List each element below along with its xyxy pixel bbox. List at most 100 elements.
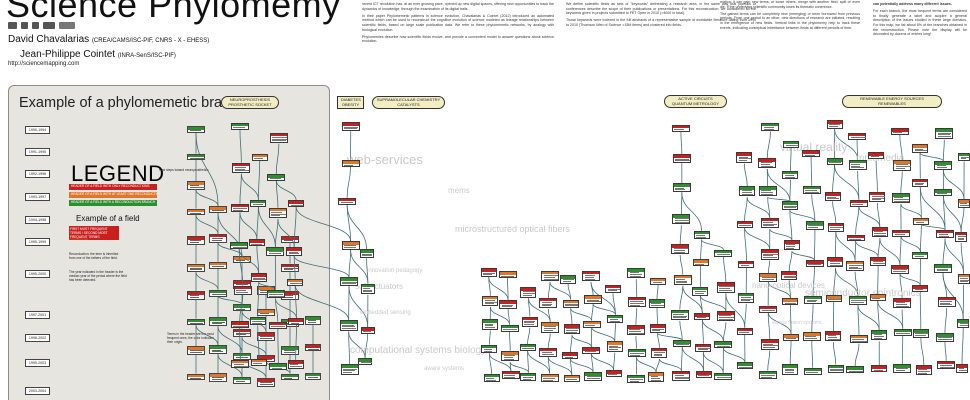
field-node [934, 189, 953, 197]
paragraph: Phylomemies describe how scientific fiel… [362, 34, 554, 44]
node-term-line [585, 324, 595, 326]
lineage-edge [900, 171, 903, 193]
node-term-line [342, 324, 355, 326]
merge-edge [636, 357, 657, 373]
node-header [359, 359, 372, 362]
node-term-line [915, 222, 925, 224]
node-term-line [914, 148, 924, 150]
node-term-line [543, 275, 559, 277]
node-term-line [584, 276, 595, 278]
node-term-line [761, 191, 774, 193]
node-term-line [805, 336, 817, 338]
poster-title: Science Phylomemy [6, 0, 341, 25]
node-term-line [630, 301, 644, 303]
lineage-edge [744, 227, 747, 261]
node-term-line [827, 338, 841, 340]
watermark-label: aware systems [424, 366, 465, 372]
node-header [913, 329, 928, 333]
field-node [541, 322, 560, 333]
field-node [269, 132, 288, 143]
node-header [872, 228, 887, 231]
field-node [267, 173, 286, 181]
paragraph: recent ICT revolution has, at an ever gr… [362, 2, 554, 11]
node-header [806, 261, 823, 264]
node-header [606, 285, 620, 289]
node-term-line [895, 304, 907, 306]
node-header [210, 346, 226, 349]
node-term-line [676, 280, 688, 282]
node-term-line [873, 336, 884, 338]
node-header [913, 179, 928, 183]
merge-edge [877, 300, 904, 329]
node-term-line [189, 322, 203, 324]
field-node [582, 347, 601, 355]
watermark-label: nano-optical devices [752, 281, 825, 290]
node-header [499, 272, 516, 275]
field-node [519, 343, 536, 351]
field-node [539, 347, 558, 357]
node-term-line [784, 302, 796, 304]
field-node [560, 275, 576, 284]
node-term-line [483, 348, 492, 350]
node-header [737, 328, 752, 332]
node-term-line [253, 362, 262, 364]
node-term-line [483, 272, 495, 274]
node-term-line [763, 343, 773, 345]
node-header [894, 161, 911, 164]
node-term-line [269, 178, 281, 180]
period-box: 1995-2000 [25, 270, 50, 278]
reconduction-note: Reconduction: the term is inherited from… [69, 252, 119, 260]
node-header [956, 232, 967, 236]
lineage-edge [275, 180, 279, 208]
node-term-line [566, 328, 579, 330]
node-term-line [235, 356, 249, 358]
node-term-line [486, 378, 495, 380]
node-term-line [914, 289, 924, 291]
node-term-line [740, 298, 753, 300]
node-header [360, 250, 373, 254]
node-term-line [760, 163, 771, 165]
branch-label-active-circuits: ACTIVE CIRCUITS QUANTUM METROLOGY [664, 95, 727, 108]
field-node [957, 199, 970, 208]
field-node [627, 374, 646, 384]
node-term-line [189, 157, 205, 159]
node-header [784, 334, 799, 338]
node-term-line [524, 324, 534, 326]
paragraph: mation: it can gain new terms, or loose … [720, 0, 860, 9]
field-node [824, 192, 841, 202]
node-term-line [586, 301, 602, 303]
node-header [913, 145, 928, 148]
field-node [288, 318, 305, 326]
node-term-line [541, 305, 551, 307]
node-header [607, 342, 622, 346]
lineage-edge [295, 324, 297, 360]
lineage-edge [856, 139, 859, 160]
node-header [188, 374, 204, 378]
node-term-line [484, 300, 495, 302]
merge-edge [681, 192, 702, 231]
field-node [648, 299, 665, 308]
node-header [188, 292, 204, 295]
node-term-line [830, 370, 843, 372]
node-header [827, 121, 842, 124]
node-term-line [761, 278, 775, 280]
node-header [826, 296, 841, 299]
node-term-line [232, 246, 248, 248]
node-term-line [342, 326, 356, 328]
field-node [340, 364, 359, 375]
node-header [672, 125, 689, 129]
node-term-line [211, 293, 227, 295]
panel-field-node [305, 344, 321, 352]
merge-edge [346, 204, 367, 250]
node-header [628, 349, 645, 353]
field-node [736, 220, 753, 228]
node-term-line [850, 137, 866, 139]
node-header [232, 360, 249, 364]
field-node [672, 154, 691, 163]
node-term-line [233, 364, 244, 366]
node-term-line [363, 291, 373, 293]
merge-edge [879, 238, 901, 266]
lineage-edge [488, 353, 493, 374]
merge-edge [681, 346, 705, 371]
node-term-line [936, 165, 947, 167]
